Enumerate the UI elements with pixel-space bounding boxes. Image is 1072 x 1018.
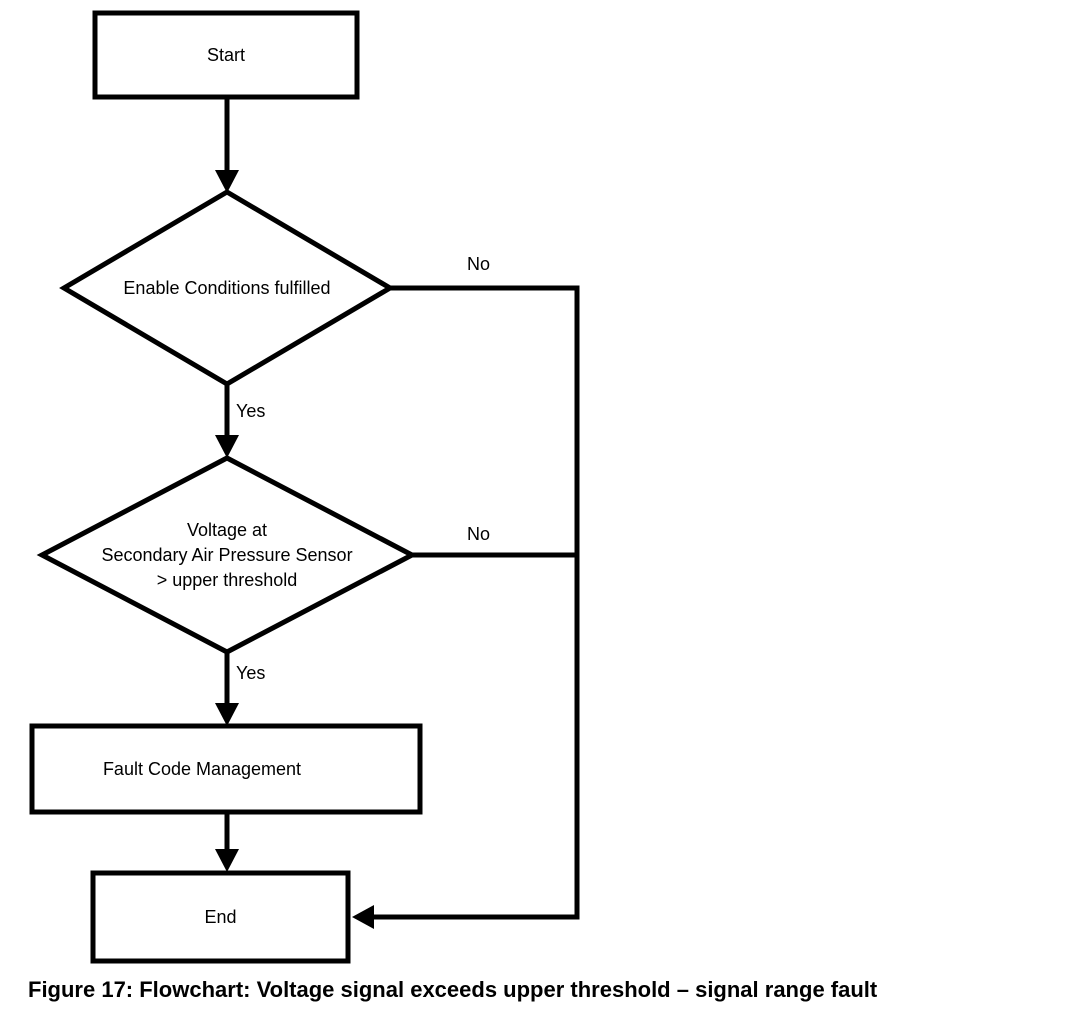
arrowhead-into-end-right <box>352 905 374 929</box>
edge-label-decision1-no: No <box>467 254 491 274</box>
edge-decision1-no-path <box>374 285 580 920</box>
arrowhead-into-fault-box <box>215 703 239 726</box>
node-decision2-label: Voltage at Secondary Air Pressure Sensor… <box>101 520 353 590</box>
decision2-diamond-shape <box>36 455 418 655</box>
node-fault-code-management-label: Fault Code Management <box>102 758 302 779</box>
arrowhead-into-end-top <box>215 849 239 872</box>
start-box-shape <box>92 10 360 100</box>
figure-caption: Figure 17: Flowchart: Voltage signal exc… <box>28 977 878 1002</box>
edge-label-decision1-yes: Yes <box>236 401 266 421</box>
node-start-label: Start <box>206 44 245 65</box>
arrowhead-into-decision1 <box>215 170 239 193</box>
decision1-diamond-shape <box>59 189 395 387</box>
arrowhead-into-decision2 <box>215 435 239 458</box>
edge-label-decision2-yes: Yes <box>236 663 266 683</box>
node-decision1-label: Enable Conditions fulfilled <box>123 278 331 298</box>
node-end-label: End <box>204 906 237 927</box>
edge-label-decision2-no: No <box>467 524 491 544</box>
end-box-shape <box>90 870 351 964</box>
fault-code-management-box-shape <box>29 723 423 815</box>
